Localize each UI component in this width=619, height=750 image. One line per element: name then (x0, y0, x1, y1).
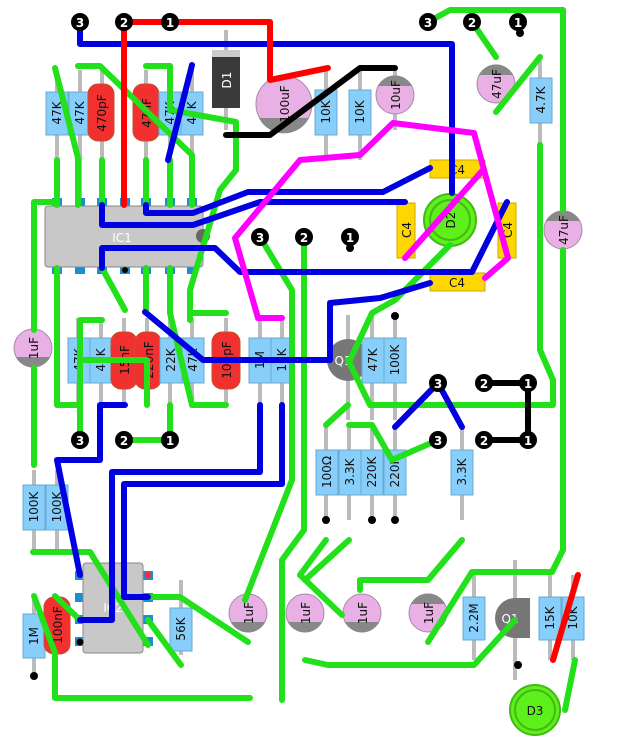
label: 47K (73, 100, 87, 124)
pin-1: 1 (514, 16, 522, 30)
label: 1uF (422, 602, 436, 624)
pin-3: 3 (434, 434, 442, 448)
pin-3: 3 (76, 434, 84, 448)
resistor-2.2m[interactable]: 2.2M (462, 596, 486, 641)
capacitor-1uf-1[interactable]: 1uF (228, 593, 268, 633)
pin-3: 3 (424, 16, 432, 30)
pin-3: 3 (76, 16, 84, 30)
resistor-10k-2[interactable]: 10K (348, 89, 372, 136)
label: 100Ω (320, 456, 334, 488)
pin-1: 1 (524, 434, 532, 448)
label: D3 (527, 704, 544, 718)
label: 1uF (299, 602, 313, 624)
label: 470pF (95, 94, 109, 132)
connector-right-lower[interactable]: 3 2 1 (429, 431, 537, 449)
end-dots (30, 29, 524, 680)
connector-top-right[interactable]: 3 2 1 (419, 13, 527, 31)
label: C4 (449, 276, 465, 290)
label: 2.2M (467, 603, 481, 632)
connector-left-lower[interactable]: 3 2 1 (71, 431, 179, 449)
pin-2: 2 (480, 434, 488, 448)
label: 100K (27, 490, 41, 522)
label: 47K (366, 347, 380, 371)
resistor-47k-8[interactable]: 47K (361, 337, 385, 384)
resistor-3.3k-2[interactable]: 3.3K (450, 449, 474, 496)
pin-1: 1 (166, 434, 174, 448)
label: 10K (353, 99, 367, 123)
pin-2: 2 (468, 16, 476, 30)
resistor-22k[interactable]: 22K (159, 337, 183, 384)
capacitor-47uf-2[interactable]: 47uF (543, 210, 583, 250)
label: 220K (388, 455, 402, 487)
label: D1 (220, 72, 234, 89)
resistor-220k-1[interactable]: 220K (360, 449, 384, 496)
label: D2 (444, 212, 458, 229)
label: 100uF (278, 85, 292, 123)
label: 56K (174, 616, 188, 640)
connector-right-upper[interactable]: 3 2 1 (429, 374, 537, 392)
pin-1: 1 (346, 231, 354, 245)
pin-2: 2 (120, 16, 128, 30)
resistor-100k-2[interactable]: 100K (22, 484, 46, 531)
label: 1uF (356, 602, 370, 624)
label: 15K (543, 605, 557, 629)
label: C4 (400, 222, 414, 238)
label: 47K (50, 100, 64, 124)
pin-2: 2 (300, 231, 308, 245)
label: 100K (50, 490, 64, 522)
label: 4.7K (534, 85, 548, 113)
label: 3.3K (455, 457, 469, 485)
pin-2: 2 (480, 377, 488, 391)
capacitor-1uf-left[interactable]: 1uF (13, 328, 53, 368)
resistor-56k[interactable]: 56K (169, 607, 193, 652)
label: 3.3K (343, 457, 357, 485)
ic1-label: IC1 (112, 231, 132, 245)
label: 100K (388, 343, 402, 375)
label: 47uF (490, 69, 504, 99)
capacitor-100uf[interactable]: 100uF (255, 75, 313, 134)
capacitor-47uf-1[interactable]: 47uF (476, 64, 516, 104)
label: 100nF (51, 606, 65, 644)
pin-1: 1 (166, 16, 174, 30)
capacitor-1uf-2[interactable]: 1uF (285, 593, 325, 633)
label: 10uF (389, 80, 403, 110)
pin-2: 2 (120, 434, 128, 448)
wires-magenta[interactable] (232, 120, 511, 321)
capacitor-470pf[interactable]: 470pF (87, 83, 115, 142)
label: 1M (27, 627, 41, 645)
pin-3: 3 (434, 377, 442, 391)
label: 22K (164, 347, 178, 371)
resistor-15k[interactable]: 15K (538, 596, 562, 641)
resistor-4.7k[interactable]: 4.7K (529, 77, 553, 124)
wires-green[interactable] (30, 7, 578, 713)
resistor-10k-1[interactable]: 10K (314, 89, 338, 136)
label: 1uF (242, 602, 256, 624)
led-d3[interactable]: D3 (509, 684, 561, 736)
resistor-100k-1[interactable]: 100K (383, 337, 407, 384)
connector-top-left[interactable]: 3 2 1 (71, 13, 179, 31)
capacitor-1uf-3[interactable]: 1uF (342, 593, 382, 633)
label: 1uF (27, 337, 41, 359)
capacitor-c4-bottom[interactable]: C4 (429, 272, 486, 292)
capacitor-c4-top[interactable]: C4 (429, 159, 486, 179)
wires-red[interactable] (121, 19, 581, 663)
led-d2[interactable]: D2 (423, 193, 477, 247)
pin-3: 3 (256, 231, 264, 245)
connector-middle[interactable]: 3 2 1 (251, 228, 359, 246)
resistor-3.3k-1[interactable]: 3.3K (338, 449, 362, 496)
ic1-chip[interactable]: IC1 (44, 198, 210, 274)
wires-black[interactable] (223, 65, 531, 443)
pin-1: 1 (524, 377, 532, 391)
label: 47uF (557, 215, 571, 245)
resistor-100ohm[interactable]: 100Ω (315, 449, 339, 496)
label: 220K (365, 455, 379, 487)
capacitor-10uf[interactable]: 10uF (375, 75, 415, 115)
label: 10K (319, 99, 333, 123)
diode-d1[interactable]: D1 (212, 50, 240, 108)
resistor-47k-2[interactable]: 47K (68, 91, 92, 136)
wires-blue[interactable] (54, 19, 510, 623)
